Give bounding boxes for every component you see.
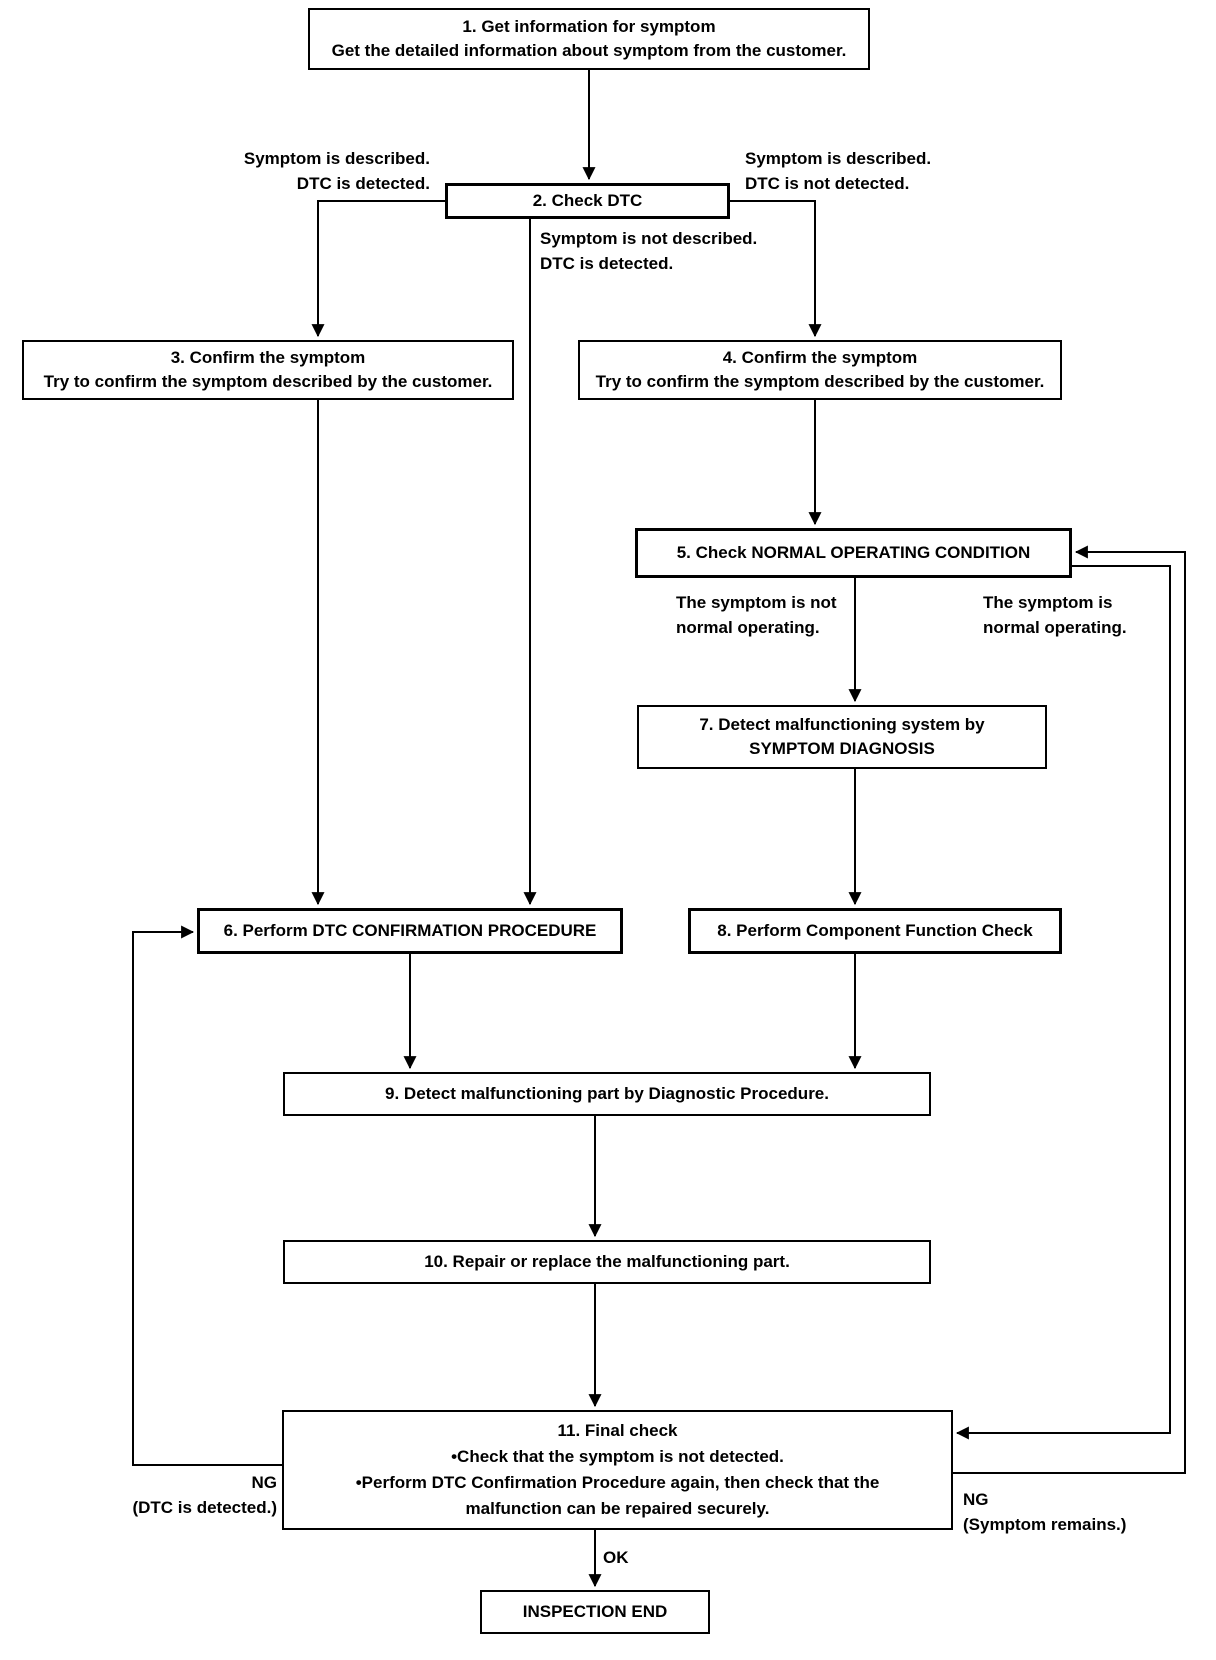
label-symptom-not-described-dtc-detected: Symptom is not described. DTC is detecte… bbox=[540, 226, 757, 276]
step-8-title: 8. Perform Component Function Check bbox=[717, 921, 1033, 940]
label-symptom-normal-operating: The symptom is normal operating. bbox=[983, 590, 1127, 640]
step-9-box: 9. Detect malfunctioning part by Diagnos… bbox=[283, 1072, 931, 1116]
step-4-box: 4. Confirm the symptom Try to confirm th… bbox=[578, 340, 1062, 400]
inspection-end-title: INSPECTION END bbox=[522, 1602, 668, 1621]
step-2-box: 2. Check DTC bbox=[445, 183, 730, 219]
inspection-end-box: INSPECTION END bbox=[480, 1590, 710, 1634]
step-4-title: 4. Confirm the symptom bbox=[722, 348, 918, 367]
step-3-box: 3. Confirm the symptom Try to confirm th… bbox=[22, 340, 514, 400]
label-line: normal operating. bbox=[676, 618, 820, 637]
step-6-title: 6. Perform DTC CONFIRMATION PROCEDURE bbox=[223, 921, 597, 940]
edge-normal-operating-to-step11 bbox=[955, 565, 1171, 1440]
label-line: DTC is detected. bbox=[296, 174, 430, 193]
label-ng-dtc-detected: NG (DTC is detected.) bbox=[132, 1470, 277, 1520]
label-line: Symptom is described. bbox=[243, 149, 430, 168]
step-11-box: 11. Final check •Check that the symptom … bbox=[282, 1410, 953, 1530]
step-1-desc: Get the detailed information about sympt… bbox=[331, 41, 847, 60]
step-7-title: 7. Detect malfunctioning system by bbox=[699, 715, 985, 734]
label-symptom-not-normal-operating: The symptom is not normal operating. bbox=[676, 590, 837, 640]
step-7-desc: SYMPTOM DIAGNOSIS bbox=[749, 739, 935, 758]
step-3-desc: Try to confirm the symptom described by … bbox=[43, 372, 493, 391]
edge-ng-dtc-loop-to-step6 bbox=[132, 925, 282, 1466]
label-line: (DTC is detected.) bbox=[132, 1498, 277, 1517]
label-line: DTC is not detected. bbox=[745, 174, 910, 193]
label-line: Symptom is described. bbox=[745, 149, 932, 168]
label-line: NG bbox=[251, 1473, 278, 1492]
step-5-title: 5. Check NORMAL OPERATING CONDITION bbox=[676, 543, 1031, 562]
edge-step2-to-step4 bbox=[730, 200, 822, 338]
step-11-bullet-1: •Check that the symptom is not detected. bbox=[451, 1447, 784, 1466]
step-4-desc: Try to confirm the symptom described by … bbox=[595, 372, 1045, 391]
step-6-box: 6. Perform DTC CONFIRMATION PROCEDURE bbox=[197, 908, 623, 954]
label-line: The symptom is bbox=[983, 593, 1113, 612]
step-2-title: 2. Check DTC bbox=[532, 191, 643, 210]
step-5-box: 5. Check NORMAL OPERATING CONDITION bbox=[635, 528, 1072, 578]
step-11-bullet-2-cont: malfunction can be repaired securely. bbox=[465, 1499, 770, 1518]
label-line: NG bbox=[963, 1490, 989, 1509]
edge-step2-to-step3 bbox=[311, 200, 445, 338]
label-ok: OK bbox=[603, 1545, 629, 1570]
edge-ng-symptom-loop-to-step5 bbox=[953, 545, 1186, 1474]
step-10-box: 10. Repair or replace the malfunctioning… bbox=[283, 1240, 931, 1284]
label-line: The symptom is not bbox=[676, 593, 837, 612]
step-10-title: 10. Repair or replace the malfunctioning… bbox=[424, 1252, 790, 1271]
step-11-title: 11. Final check bbox=[557, 1421, 678, 1440]
label-line: Symptom is not described. bbox=[540, 229, 758, 248]
step-1-title: 1. Get information for symptom bbox=[462, 17, 716, 36]
step-9-title: 9. Detect malfunctioning part by Diagnos… bbox=[385, 1084, 829, 1103]
label-ng-symptom-remains: NG (Symptom remains.) bbox=[963, 1487, 1126, 1537]
step-7-box: 7. Detect malfunctioning system by SYMPT… bbox=[637, 705, 1047, 769]
label-line: (Symptom remains.) bbox=[963, 1515, 1127, 1534]
step-3-title: 3. Confirm the symptom bbox=[170, 348, 366, 367]
step-11-bullet-2: •Perform DTC Confirmation Procedure agai… bbox=[355, 1473, 880, 1492]
label-line: OK bbox=[603, 1548, 629, 1567]
label-symptom-described-dtc-detected: Symptom is described. DTC is detected. bbox=[244, 146, 430, 196]
step-1-box: 1. Get information for symptom Get the d… bbox=[308, 8, 870, 70]
step-8-box: 8. Perform Component Function Check bbox=[688, 908, 1062, 954]
label-line: normal operating. bbox=[983, 618, 1127, 637]
label-line: DTC is detected. bbox=[540, 254, 674, 273]
label-symptom-described-dtc-not-detected: Symptom is described. DTC is not detecte… bbox=[745, 146, 931, 196]
